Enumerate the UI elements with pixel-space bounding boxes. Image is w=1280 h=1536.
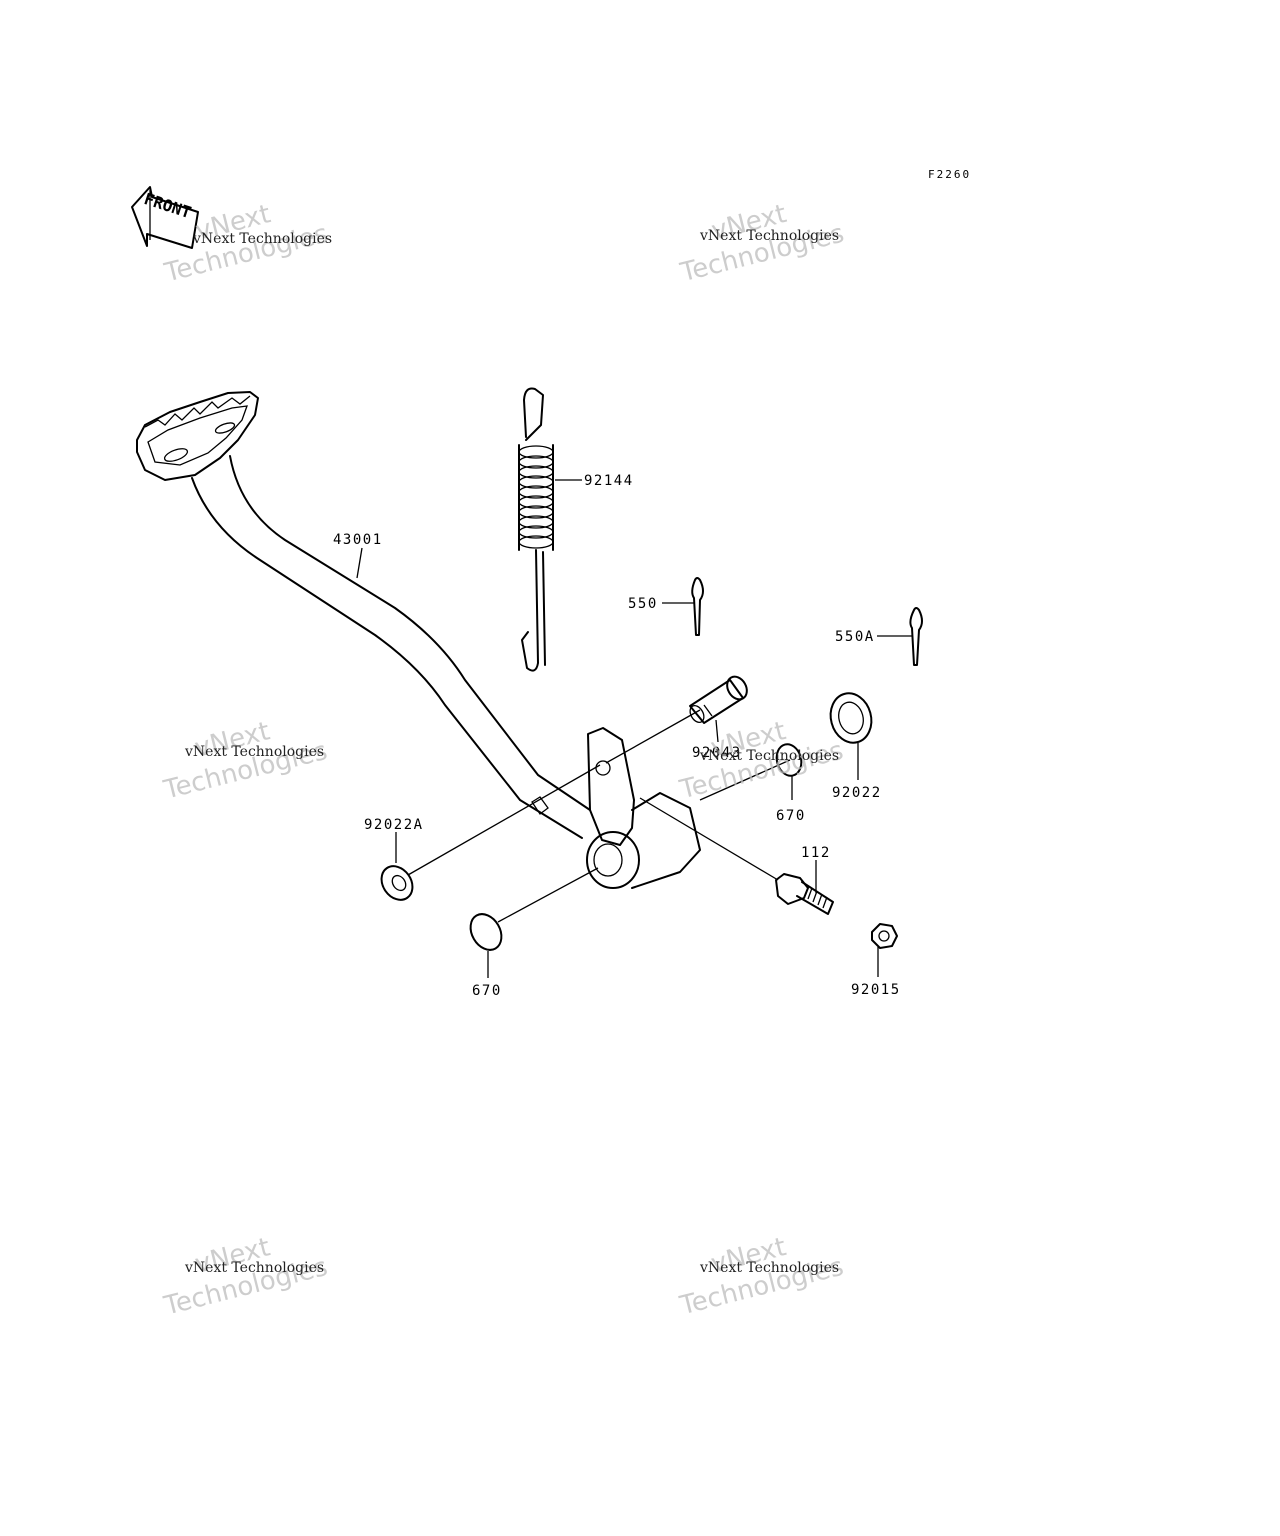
o-ring-part-670-lower [469, 913, 503, 951]
callout-pin: 92043 [692, 745, 742, 761]
washer-part-92022a [380, 865, 414, 901]
callout-pedal: 43001 [333, 532, 383, 548]
watermark-top-left-small: vNext Technologies [192, 231, 332, 247]
callout-washer-a: 92022A [364, 817, 424, 833]
watermark-mid-left-small: vNext Technologies [184, 744, 324, 760]
watermark-bottom-left-small: vNext Technologies [184, 1260, 324, 1276]
watermark-mid-right-small: vNext Technologies [699, 748, 839, 764]
front-arrow-icon: FRONT [131, 186, 199, 249]
assembly-lines [407, 709, 791, 923]
bolt-part-112 [775, 873, 834, 915]
nut-part-92015 [871, 923, 898, 949]
callout-cotter-pin-a: 550A [835, 629, 875, 645]
o-ring-part-670-upper [775, 743, 803, 777]
callout-bolt: 112 [801, 845, 831, 861]
callout-o-ring-upper: 670 [776, 808, 806, 824]
callout-spring: 92144 [584, 473, 634, 489]
callout-nut: 92015 [851, 982, 901, 998]
callout-washer: 92022 [832, 785, 882, 801]
brake-pedal-part-43001 [136, 391, 701, 889]
cotter-pin-part-550a [909, 607, 923, 666]
callout-cotter-pin: 550 [628, 596, 658, 612]
pivot-pin-part-92043 [689, 675, 748, 724]
callout-o-ring-lower: 670 [472, 983, 502, 999]
spring-part-92144 [518, 387, 554, 672]
cotter-pin-part-550 [691, 577, 704, 636]
diagram-reference-code: F2260 [928, 168, 971, 181]
washer-part-92022 [829, 692, 873, 744]
watermark-top-right-small: vNext Technologies [699, 228, 839, 244]
watermark-bottom-right-small: vNext Technologies [699, 1260, 839, 1276]
